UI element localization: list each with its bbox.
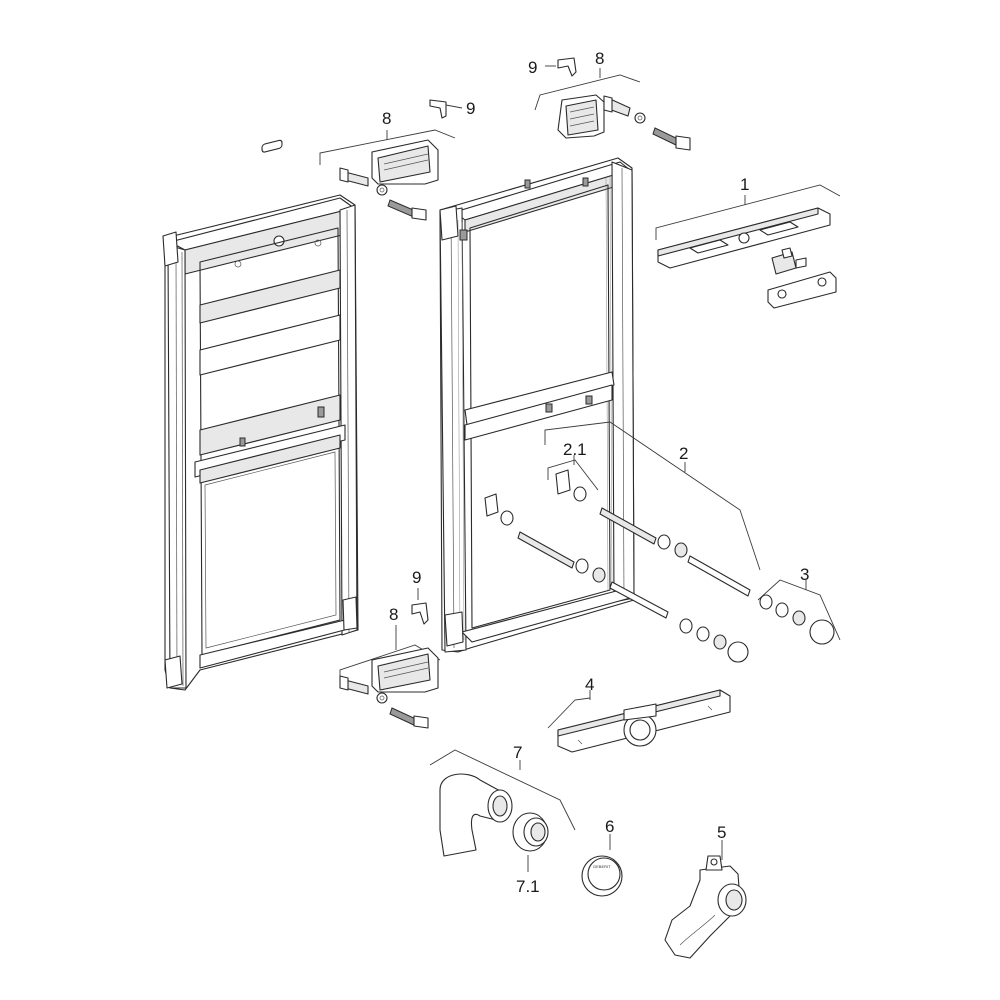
- callout-7: 7: [513, 743, 522, 762]
- part-4-drain-bracket: [547, 689, 731, 753]
- part-5-siphon: [664, 840, 747, 959]
- middle-installation-frame: [439, 157, 635, 653]
- callout-9-bottom: 9: [412, 568, 421, 587]
- callout-7-1: 7.1: [516, 877, 540, 896]
- callout-1: 1: [740, 175, 749, 194]
- callout-2-1: 2.1: [563, 440, 587, 459]
- wall-bracket-set-top-right: [534, 57, 691, 151]
- callout-8-top-left: 8: [382, 109, 391, 128]
- part-3-rod-fittings: [757, 579, 841, 645]
- geberit-logo: GEBERIT: [593, 864, 611, 869]
- wall-bracket-set-top-left: [319, 99, 463, 221]
- callout-labels: 1 2 2.1 3 4 5 6 7 7.1 8 8 8 9 9 9: [382, 49, 809, 896]
- callout-3: 3: [800, 565, 809, 584]
- callout-5: 5: [717, 823, 726, 842]
- callout-6: 6: [605, 817, 614, 836]
- callout-8-top-right: 8: [595, 49, 604, 68]
- left-installation-frame: [162, 139, 359, 691]
- callout-8-bottom: 8: [389, 605, 398, 624]
- part-1-mounting-rail: [655, 184, 841, 309]
- callout-9-top-left: 9: [466, 99, 475, 118]
- wall-bracket-set-bottom: [339, 588, 441, 729]
- part-6-cover-cap: GEBERIT: [581, 834, 623, 897]
- callout-2: 2: [679, 444, 688, 463]
- callout-4: 4: [585, 675, 594, 694]
- part-2-threaded-rods: [484, 421, 761, 663]
- part-7-elbow-connector: [429, 749, 576, 872]
- callout-9-top-right: 9: [528, 58, 537, 77]
